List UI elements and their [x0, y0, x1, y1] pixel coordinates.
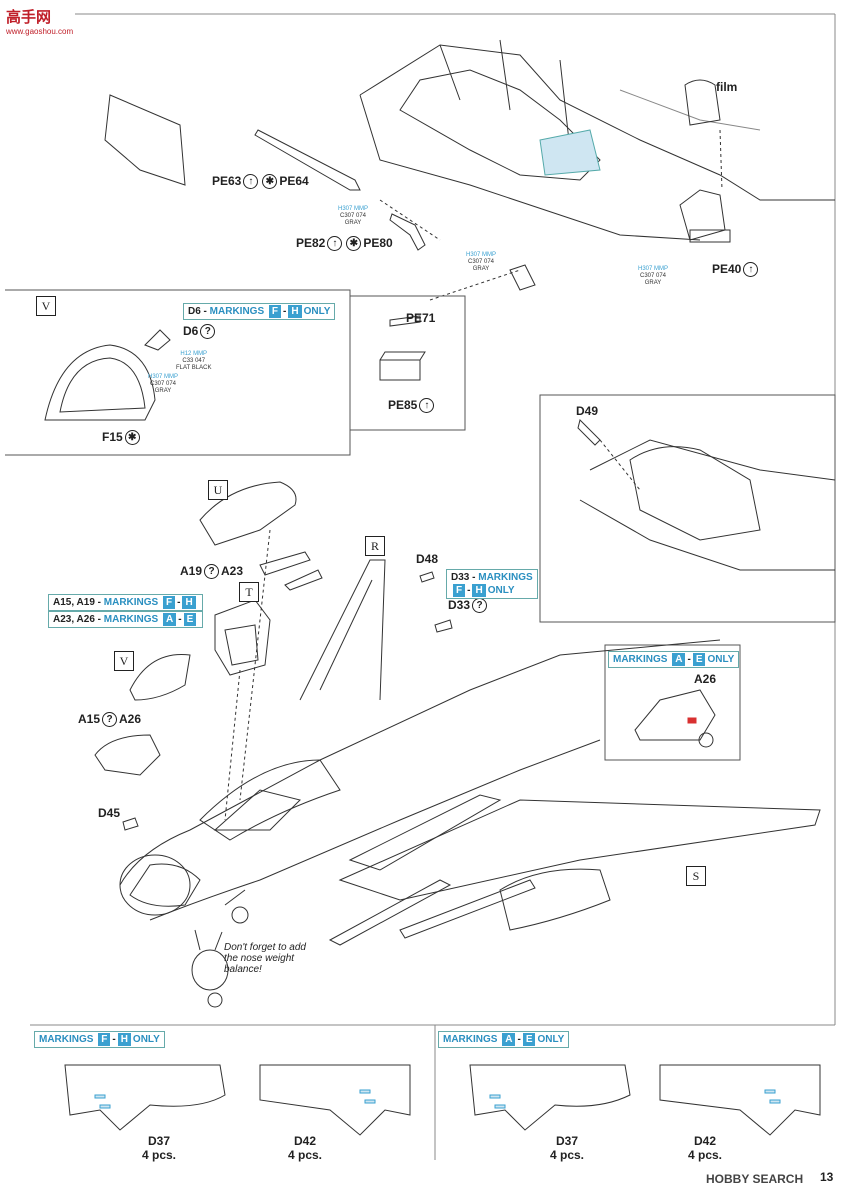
d49-label: D49 — [576, 404, 599, 418]
d37-qty: 4 pcs. — [142, 1148, 177, 1162]
a19-a23-callout: A19?A23 — [180, 564, 244, 580]
pe40-callout: PE40↑ — [712, 262, 760, 278]
a26-detail-label: A26 — [694, 672, 717, 686]
pe63-label: PE63 — [212, 174, 242, 188]
film-label: film — [716, 80, 738, 94]
section-t-marker: T — [239, 582, 259, 602]
d33-callout: D33? — [448, 598, 489, 614]
site-logo: 高手网 www.gaoshou.com — [6, 6, 73, 36]
d42-qty: 4 pcs. — [688, 1148, 723, 1162]
glue-icon: ✱ — [262, 174, 278, 190]
pe80-label: PE80 — [363, 236, 393, 250]
d42-label: D42 — [294, 1134, 317, 1148]
a23-label: A23 — [221, 564, 244, 578]
section-v2-marker: V — [114, 651, 134, 671]
bend-icon: ↑ — [243, 174, 259, 190]
a26-label: A26 — [119, 712, 142, 726]
logo-text: 高手网 — [6, 9, 52, 26]
section-r-marker: R — [365, 536, 385, 556]
hobby-search-watermark: HOBBY SEARCH — [706, 1172, 804, 1186]
a15-label: A15 — [78, 712, 101, 726]
d37-label: D37 — [556, 1134, 579, 1148]
d42-qty: 4 pcs. — [288, 1148, 323, 1162]
pe71-label: PE71 — [406, 311, 436, 325]
d45-label: D45 — [98, 806, 121, 820]
d48-label: D48 — [416, 552, 439, 566]
f15-callout: F15✱ — [102, 430, 142, 446]
glue-icon: ✱ — [124, 430, 140, 446]
pe64-label: PE64 — [279, 174, 309, 188]
glue-icon: ✱ — [346, 236, 362, 252]
pe82-callout: PE82↑✱PE80 — [296, 236, 393, 252]
page-number: 13 — [820, 1170, 834, 1184]
a23-a26-markings-bar: A23, A26 - MARKINGS A-E — [48, 611, 204, 628]
section-s-marker: S — [686, 866, 706, 886]
optional-icon: ? — [204, 564, 220, 580]
bend-icon: ↑ — [419, 398, 435, 414]
a19-label: A19 — [180, 564, 203, 578]
pe63-callout: PE63↑✱PE64 — [212, 174, 309, 190]
d6-callout: D6? — [183, 324, 217, 340]
optional-icon: ? — [200, 324, 216, 340]
d37-qty: 4 pcs. — [550, 1148, 585, 1162]
optional-icon: ? — [102, 712, 118, 728]
section-u-marker: U — [208, 480, 228, 500]
f15-label: F15 — [102, 430, 123, 444]
pe85-label: PE85 — [388, 398, 418, 412]
pe85-callout: PE85↑ — [388, 398, 436, 414]
optional-icon: ? — [472, 598, 488, 614]
d6-label: D6 — [183, 324, 199, 338]
bend-icon: ↑ — [327, 236, 343, 252]
pe40-label: PE40 — [712, 262, 742, 276]
d33-label: D33 — [448, 598, 471, 612]
section-v-marker: V — [36, 296, 56, 316]
d42-label: D42 — [694, 1134, 717, 1148]
pe82-label: PE82 — [296, 236, 326, 250]
nose-weight-note: Don't forget to add the nose weight bala… — [224, 942, 306, 975]
a15-a26-callout: A15?A26 — [78, 712, 142, 728]
d37-label: D37 — [148, 1134, 171, 1148]
logo-url: www.gaoshou.com — [6, 27, 74, 36]
a15-a19-markings-bar: A15, A19 - MARKINGS F-H — [48, 594, 203, 611]
bend-icon: ↑ — [743, 262, 759, 278]
